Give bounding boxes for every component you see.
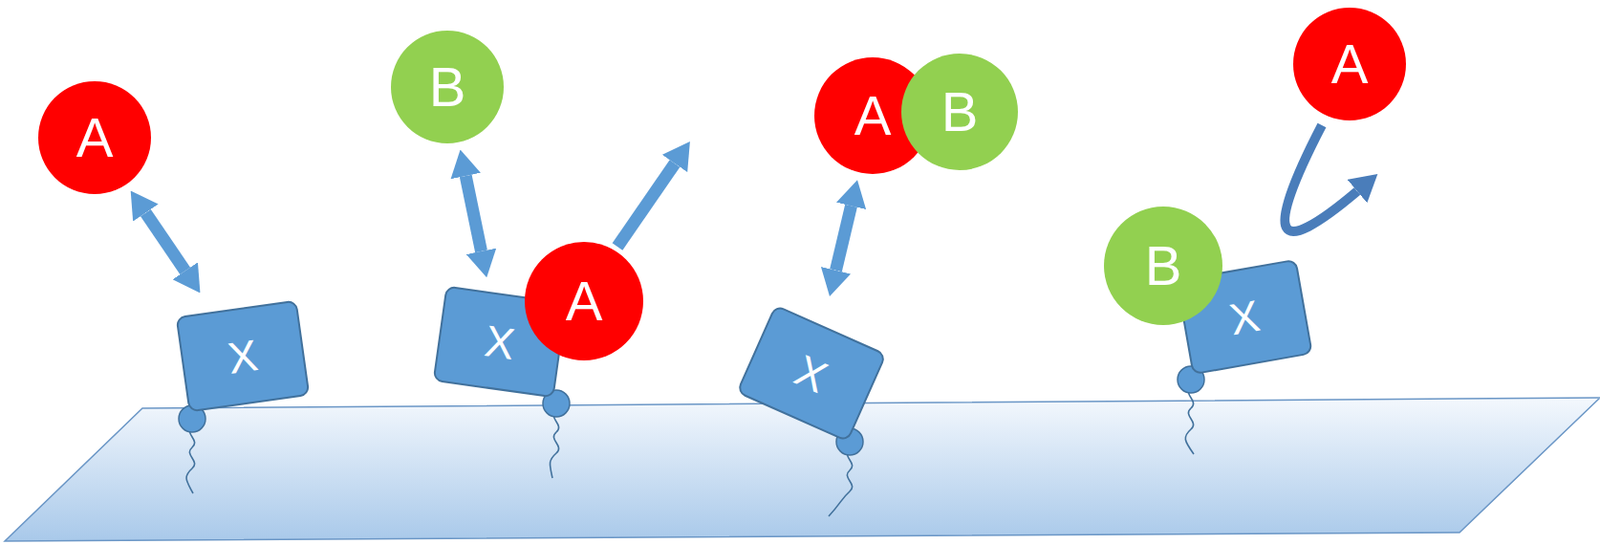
receptor-label: X [482,317,519,366]
release-curve-arrow [1284,125,1358,232]
ligand-circle: A [524,241,644,361]
receptor-label: X [225,331,261,380]
ligand-circle: B [1103,206,1223,325]
receptor-box: X [175,299,311,412]
ligand-label: A [854,87,892,144]
ligand-label: A [76,109,114,166]
ligand-circle: B [901,53,1018,171]
ligand-label: B [1145,237,1183,294]
lipid-tail [549,410,559,478]
receptor-label: X [1226,292,1263,342]
ligand-label: B [429,59,467,115]
binding-arrow [465,175,481,252]
ligand-circle: A [38,81,152,195]
ligand-circle: A [1293,7,1406,121]
ligand-label: A [565,273,604,329]
binding-arrow [145,213,185,272]
release-arrow [617,163,675,247]
lipid-tail [1185,387,1194,455]
lipid-tail [186,426,195,494]
lipid-tail [828,449,853,517]
receptor-label: X [789,346,835,400]
binding-arrow [836,205,852,270]
receptor-box: X [735,303,887,442]
ligand-label: B [941,84,979,140]
ligand-circle: B [390,30,504,144]
ligand-label: A [1331,36,1369,92]
